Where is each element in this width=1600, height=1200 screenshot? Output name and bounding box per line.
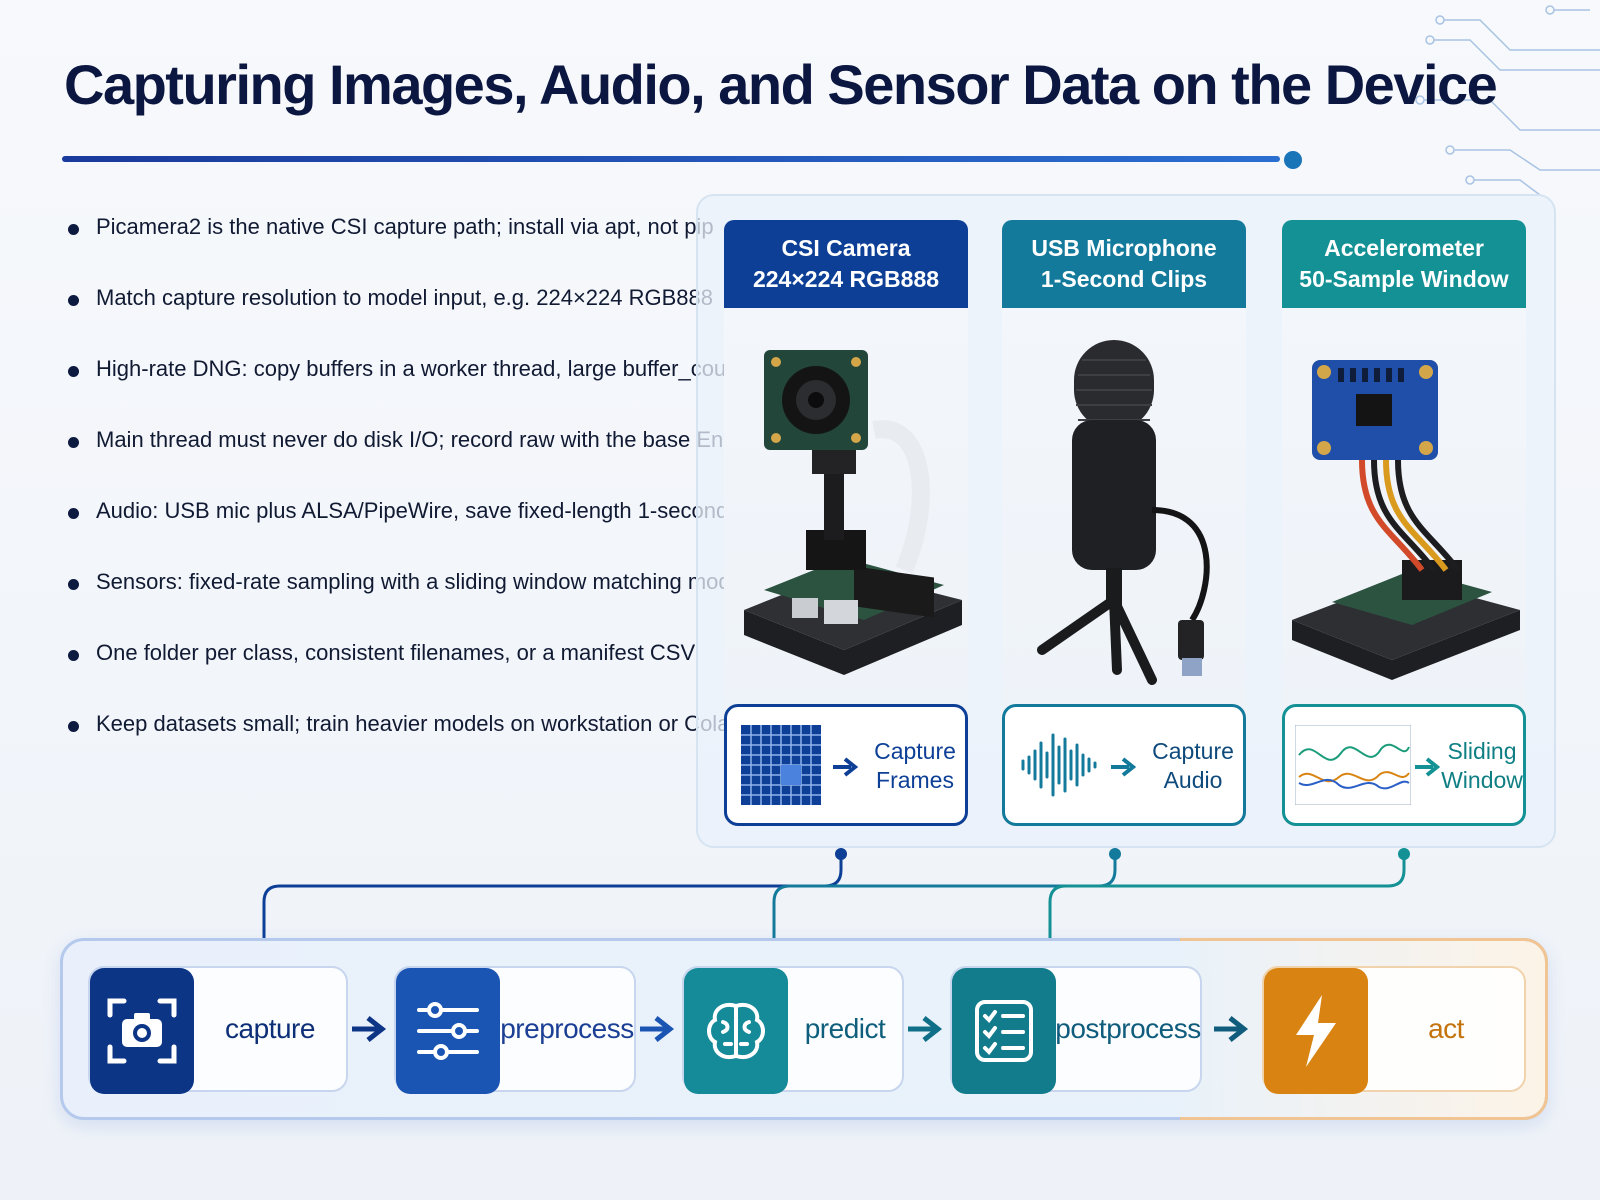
pipeline-step-predict: predict xyxy=(682,966,904,1094)
device-output-label: Sliding Window xyxy=(1437,737,1526,795)
device-title: Accelerometer xyxy=(1324,235,1484,261)
camera-board-icon xyxy=(744,350,962,675)
bullet-item: Main thread must never do disk I/O; reco… xyxy=(64,425,778,496)
pipeline-step-label: capture xyxy=(225,1013,315,1044)
device-header: USB Microphone 1-Second Clips xyxy=(1002,220,1246,308)
device-header: CSI Camera 224×224 RGB888 xyxy=(724,220,968,308)
device-output-card: Capture Frames xyxy=(724,704,968,826)
device-column-accelerometer: Accelerometer 50-Sample Window xyxy=(1282,220,1526,826)
devices-panel: CSI Camera 224×224 RGB888 xyxy=(696,194,1556,848)
device-output-label-line: Window xyxy=(1441,767,1523,793)
pipeline-step-preprocess: preprocess xyxy=(394,966,636,1094)
device-subtitle: 1-Second Clips xyxy=(1040,266,1208,292)
pipeline-panel-accent xyxy=(1180,938,1548,1120)
pipeline-step-label: preprocess xyxy=(500,1013,634,1044)
device-subtitle: 50-Sample Window xyxy=(1299,266,1509,292)
pipeline-arrow-icon xyxy=(908,1016,943,1042)
device-header: Accelerometer 50-Sample Window xyxy=(1282,220,1526,308)
device-subtitle: 224×224 RGB888 xyxy=(752,266,940,292)
pixel-grid-icon xyxy=(741,725,821,805)
pipeline-step-postprocess: postprocess xyxy=(950,966,1202,1094)
arrow-right-icon xyxy=(1111,757,1137,777)
pipeline-step-label: postprocess xyxy=(1055,1013,1201,1044)
device-output-label-line: Capture xyxy=(1152,738,1234,764)
arrow-right-icon xyxy=(1415,757,1441,777)
device-output-card: Sliding Window xyxy=(1282,704,1526,826)
device-title: USB Microphone xyxy=(1031,235,1217,261)
waveform-icon xyxy=(1021,733,1097,797)
bullet-list: Picamera2 is the native CSI capture path… xyxy=(64,212,802,780)
title-underline-dot xyxy=(1284,151,1302,169)
signal-chart-icon xyxy=(1295,725,1411,805)
device-pipeline-connectors xyxy=(262,848,1410,940)
brain-icon xyxy=(684,968,788,1094)
device-column-microphone: USB Microphone 1-Second Clips xyxy=(1002,220,1246,826)
device-output-label: Capture Audio xyxy=(1141,737,1245,795)
pipeline-arrow-icon xyxy=(640,1016,675,1042)
bullet-item: One folder per class, consistent filenam… xyxy=(64,638,704,709)
bullet-item: Keep datasets small; train heavier model… xyxy=(64,709,742,780)
circuit-decoration xyxy=(1415,5,1600,196)
device-column-camera: CSI Camera 224×224 RGB888 xyxy=(724,220,968,826)
device-output-card: Capture Audio xyxy=(1002,704,1246,826)
device-output-label-line: Capture xyxy=(874,738,956,764)
device-title: CSI Camera xyxy=(781,235,911,261)
sliders-icon xyxy=(396,968,500,1094)
checklist-icon xyxy=(952,968,1056,1094)
bullet-item: Picamera2 is the native CSI capture path… xyxy=(64,212,714,283)
pipeline-arrow-icon xyxy=(1214,1016,1249,1042)
pipeline-step-label: act xyxy=(1428,1013,1464,1044)
title-underline xyxy=(62,156,1280,162)
pipeline-arrow-icon xyxy=(352,1016,387,1042)
pipeline-step-capture: capture xyxy=(88,966,348,1094)
pipeline-step-label: predict xyxy=(804,1013,886,1044)
accelerometer-board-icon xyxy=(1292,360,1520,680)
microphone-icon xyxy=(1037,340,1210,685)
device-output-label-line: Frames xyxy=(876,767,954,793)
bullet-item: Sensors: fixed-rate sampling with a slid… xyxy=(64,567,802,638)
page-title: Capturing Images, Audio, and Sensor Data… xyxy=(64,53,1498,116)
device-output-label-line: Sliding xyxy=(1447,738,1517,764)
arrow-right-icon xyxy=(833,757,859,777)
bullet-item: High-rate DNG: copy buffers in a worker … xyxy=(64,354,745,425)
camera-frame-icon xyxy=(90,968,194,1094)
pipeline-step-act: act xyxy=(1262,966,1526,1094)
lightning-icon xyxy=(1264,968,1368,1094)
device-output-label: Capture Frames xyxy=(863,737,967,795)
device-output-label-line: Audio xyxy=(1163,767,1223,793)
bullet-item: Audio: USB mic plus ALSA/PipeWire, save … xyxy=(64,496,778,567)
bullet-item: Match capture resolution to model input,… xyxy=(64,283,713,354)
